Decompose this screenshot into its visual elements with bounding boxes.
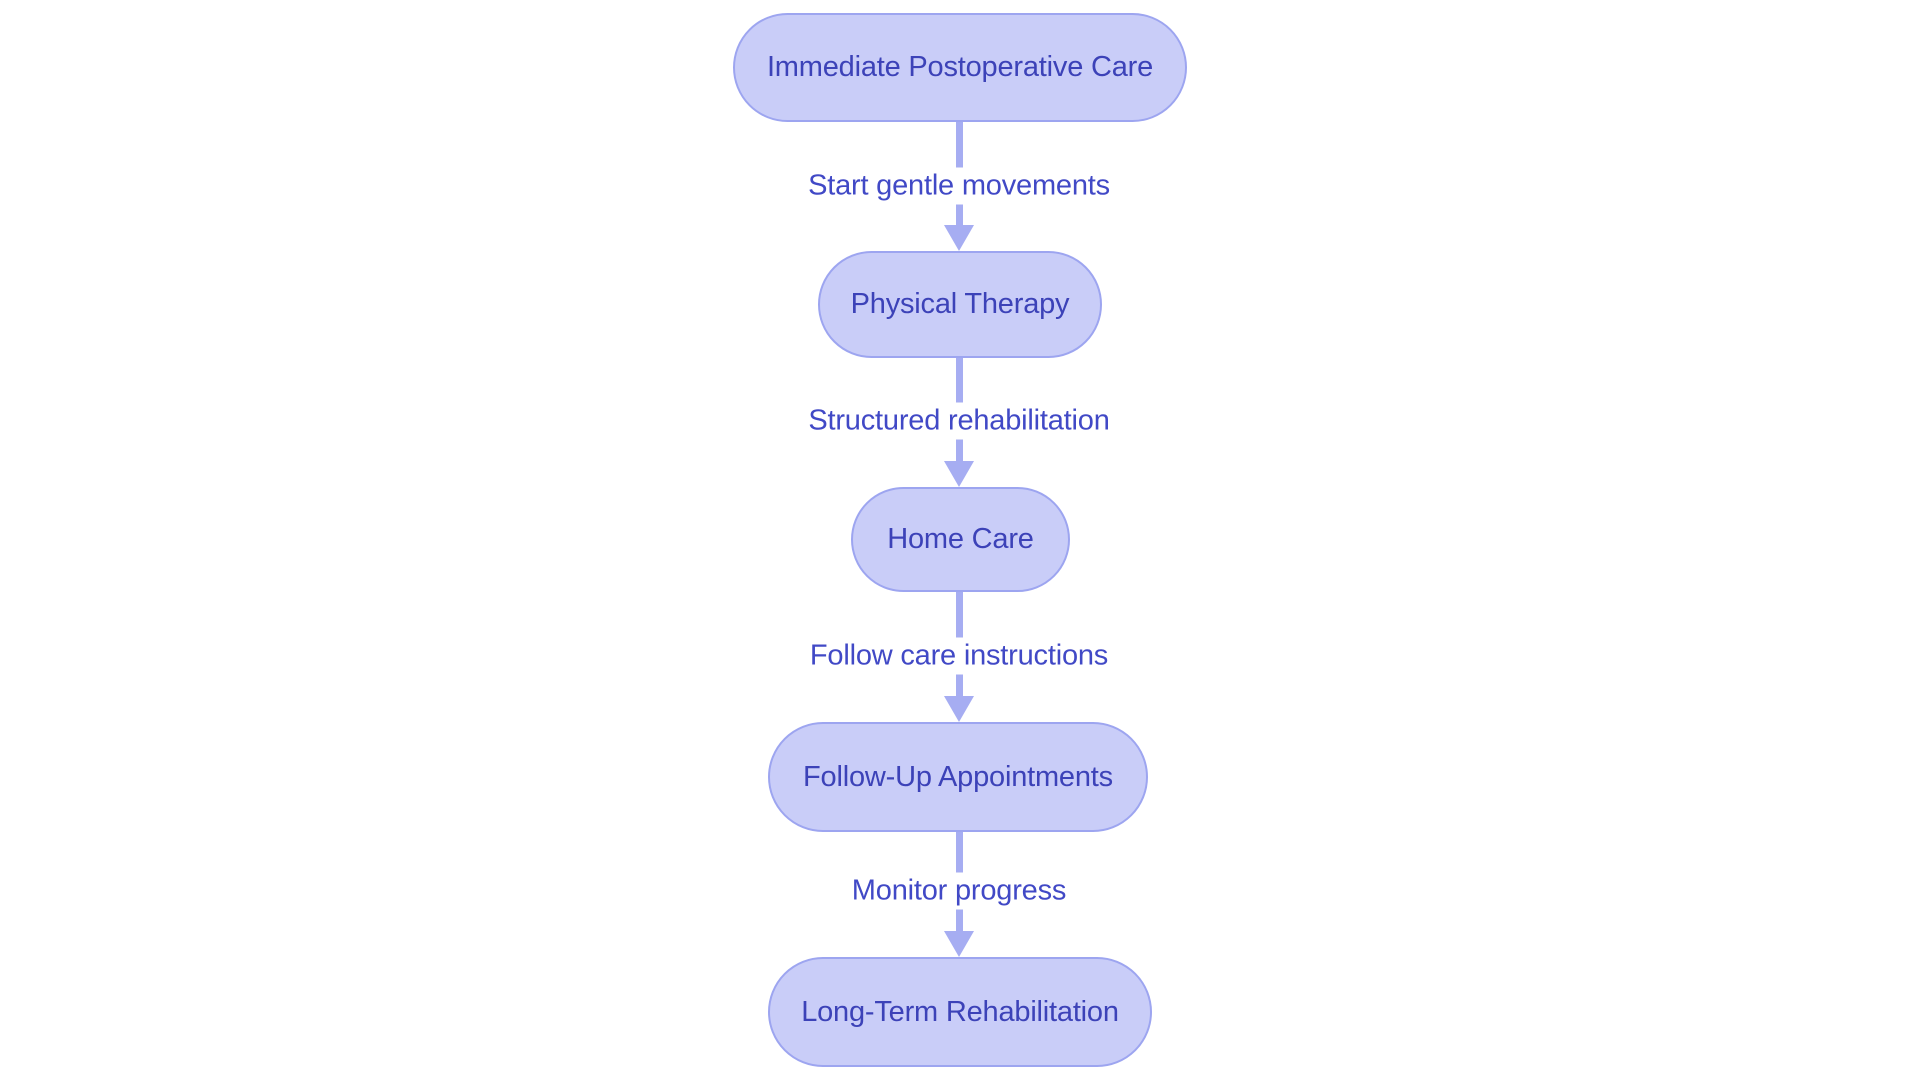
node-follow-up-appointments: Follow-Up Appointments <box>768 722 1148 832</box>
edge-label: Structured rehabilitation <box>798 402 1120 440</box>
edge-label: Follow care instructions <box>799 637 1119 675</box>
node-label: Follow-Up Appointments <box>803 760 1113 793</box>
arrowhead-down-icon <box>944 461 974 487</box>
node-label: Physical Therapy <box>850 288 1070 320</box>
node-label: Long-Term Rehabilitation <box>801 995 1119 1028</box>
arrowhead-down-icon <box>944 931 974 957</box>
node-long-term-rehabilitation: Long-Term Rehabilitation <box>768 957 1152 1067</box>
edge-label: Start gentle movements <box>798 167 1120 205</box>
node-immediate-postoperative-care: Immediate Postoperative Care <box>733 13 1187 122</box>
edge-label: Monitor progress <box>841 872 1077 910</box>
node-label: Immediate Postoperative Care <box>766 51 1154 83</box>
node-physical-therapy: Physical Therapy <box>818 251 1102 358</box>
arrowhead-down-icon <box>944 225 974 251</box>
arrowhead-down-icon <box>944 696 974 722</box>
node-label: Home Care <box>887 523 1034 555</box>
node-home-care: Home Care <box>851 487 1070 592</box>
